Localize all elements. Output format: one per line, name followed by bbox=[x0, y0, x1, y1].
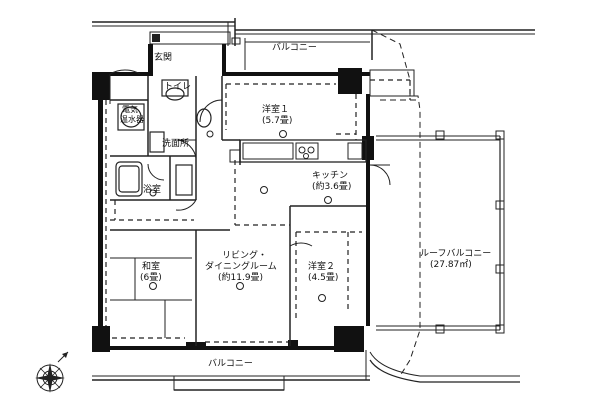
balcony-top bbox=[92, 18, 535, 70]
room-labels: 玄関 トイレ 電気 温水器 洗面所 浴室 洋室１ (5.7畳) キッチン (約3… bbox=[120, 42, 491, 369]
label-toilet: トイレ bbox=[164, 82, 191, 92]
label-japanese-size: (6畳) bbox=[140, 272, 162, 283]
label-water-heater-2: 温水器 bbox=[120, 114, 144, 124]
label-western2-size: (4.5畳) bbox=[308, 272, 338, 283]
label-western1-size: (5.7畳) bbox=[262, 115, 292, 126]
label-living-name2: ダイニングルーム bbox=[205, 260, 277, 272]
label-roof-balcony-name: ルーフバルコニー bbox=[420, 248, 491, 259]
label-japanese-name: 和室 bbox=[142, 260, 160, 272]
doors bbox=[109, 69, 391, 247]
ceiling-lights bbox=[149, 130, 332, 302]
label-bath: 浴室 bbox=[143, 183, 161, 195]
label-balcony-bottom: バルコニー bbox=[208, 358, 253, 369]
label-kitchen-name: キッチン bbox=[312, 170, 348, 181]
japanese-room-tatami bbox=[110, 257, 192, 338]
kitchen-counter bbox=[229, 139, 367, 163]
outer-walls bbox=[92, 44, 374, 352]
label-western2-name: 洋室２ bbox=[308, 260, 335, 272]
label-entrance: 玄関 bbox=[154, 51, 172, 63]
label-roof-balcony-size: (27.87㎡) bbox=[430, 259, 472, 270]
label-living-name1: リビング・ bbox=[222, 249, 267, 261]
label-kitchen-size: (約3.6畳) bbox=[312, 180, 351, 192]
interior-walls bbox=[110, 76, 366, 346]
label-living-size: (約11.9畳) bbox=[218, 271, 263, 283]
dashed-lines bbox=[105, 79, 411, 343]
bath-fixtures bbox=[115, 79, 212, 197]
compass-icon bbox=[35, 351, 69, 393]
label-water-heater-1: 電気 bbox=[122, 104, 138, 114]
roof-balcony bbox=[369, 29, 520, 383]
balcony-bottom bbox=[92, 350, 370, 391]
label-balcony-top: バルコニー bbox=[272, 42, 317, 53]
label-washroom: 洗面所 bbox=[162, 137, 189, 149]
label-western1-name: 洋室１ bbox=[262, 103, 289, 115]
